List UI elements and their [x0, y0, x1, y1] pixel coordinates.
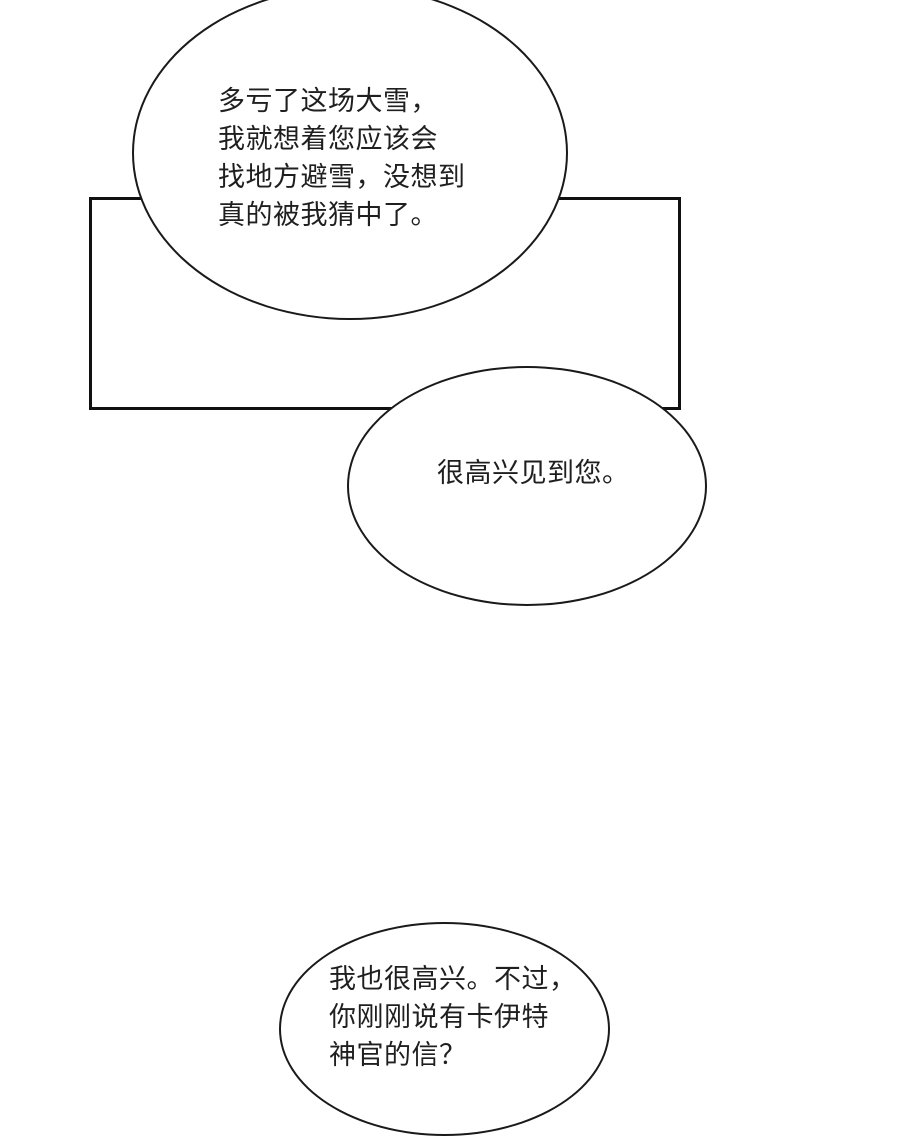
- speech-bubble-2: 很高兴见到您。: [347, 366, 707, 606]
- speech-line: 我就想着您应该会: [218, 124, 438, 155]
- speech-bubble-1: 多亏了这场大雪， 我就想着您应该会 找地方避雪，没想到 真的被我猜中了。: [132, 0, 568, 320]
- speech-bubble-2-text: 很高兴见到您。: [437, 455, 630, 493]
- speech-line: 神官的信？: [329, 1040, 467, 1071]
- speech-bubble-3: 我也很高兴。不过， 你刚刚说有卡伊特 神官的信？: [279, 922, 610, 1136]
- speech-line: 多亏了这场大雪，: [218, 86, 438, 117]
- speech-line: 很高兴见到您。: [437, 458, 630, 489]
- speech-bubble-1-text: 多亏了这场大雪， 我就想着您应该会 找地方避雪，没想到 真的被我猜中了。: [218, 83, 466, 235]
- speech-line: 你刚刚说有卡伊特: [329, 1002, 549, 1033]
- speech-line: 找地方避雪，没想到: [218, 162, 466, 193]
- speech-line: 我也很高兴。不过，: [329, 964, 577, 995]
- speech-bubble-3-text: 我也很高兴。不过， 你刚刚说有卡伊特 神官的信？: [329, 961, 577, 1075]
- speech-line: 真的被我猜中了。: [218, 200, 438, 231]
